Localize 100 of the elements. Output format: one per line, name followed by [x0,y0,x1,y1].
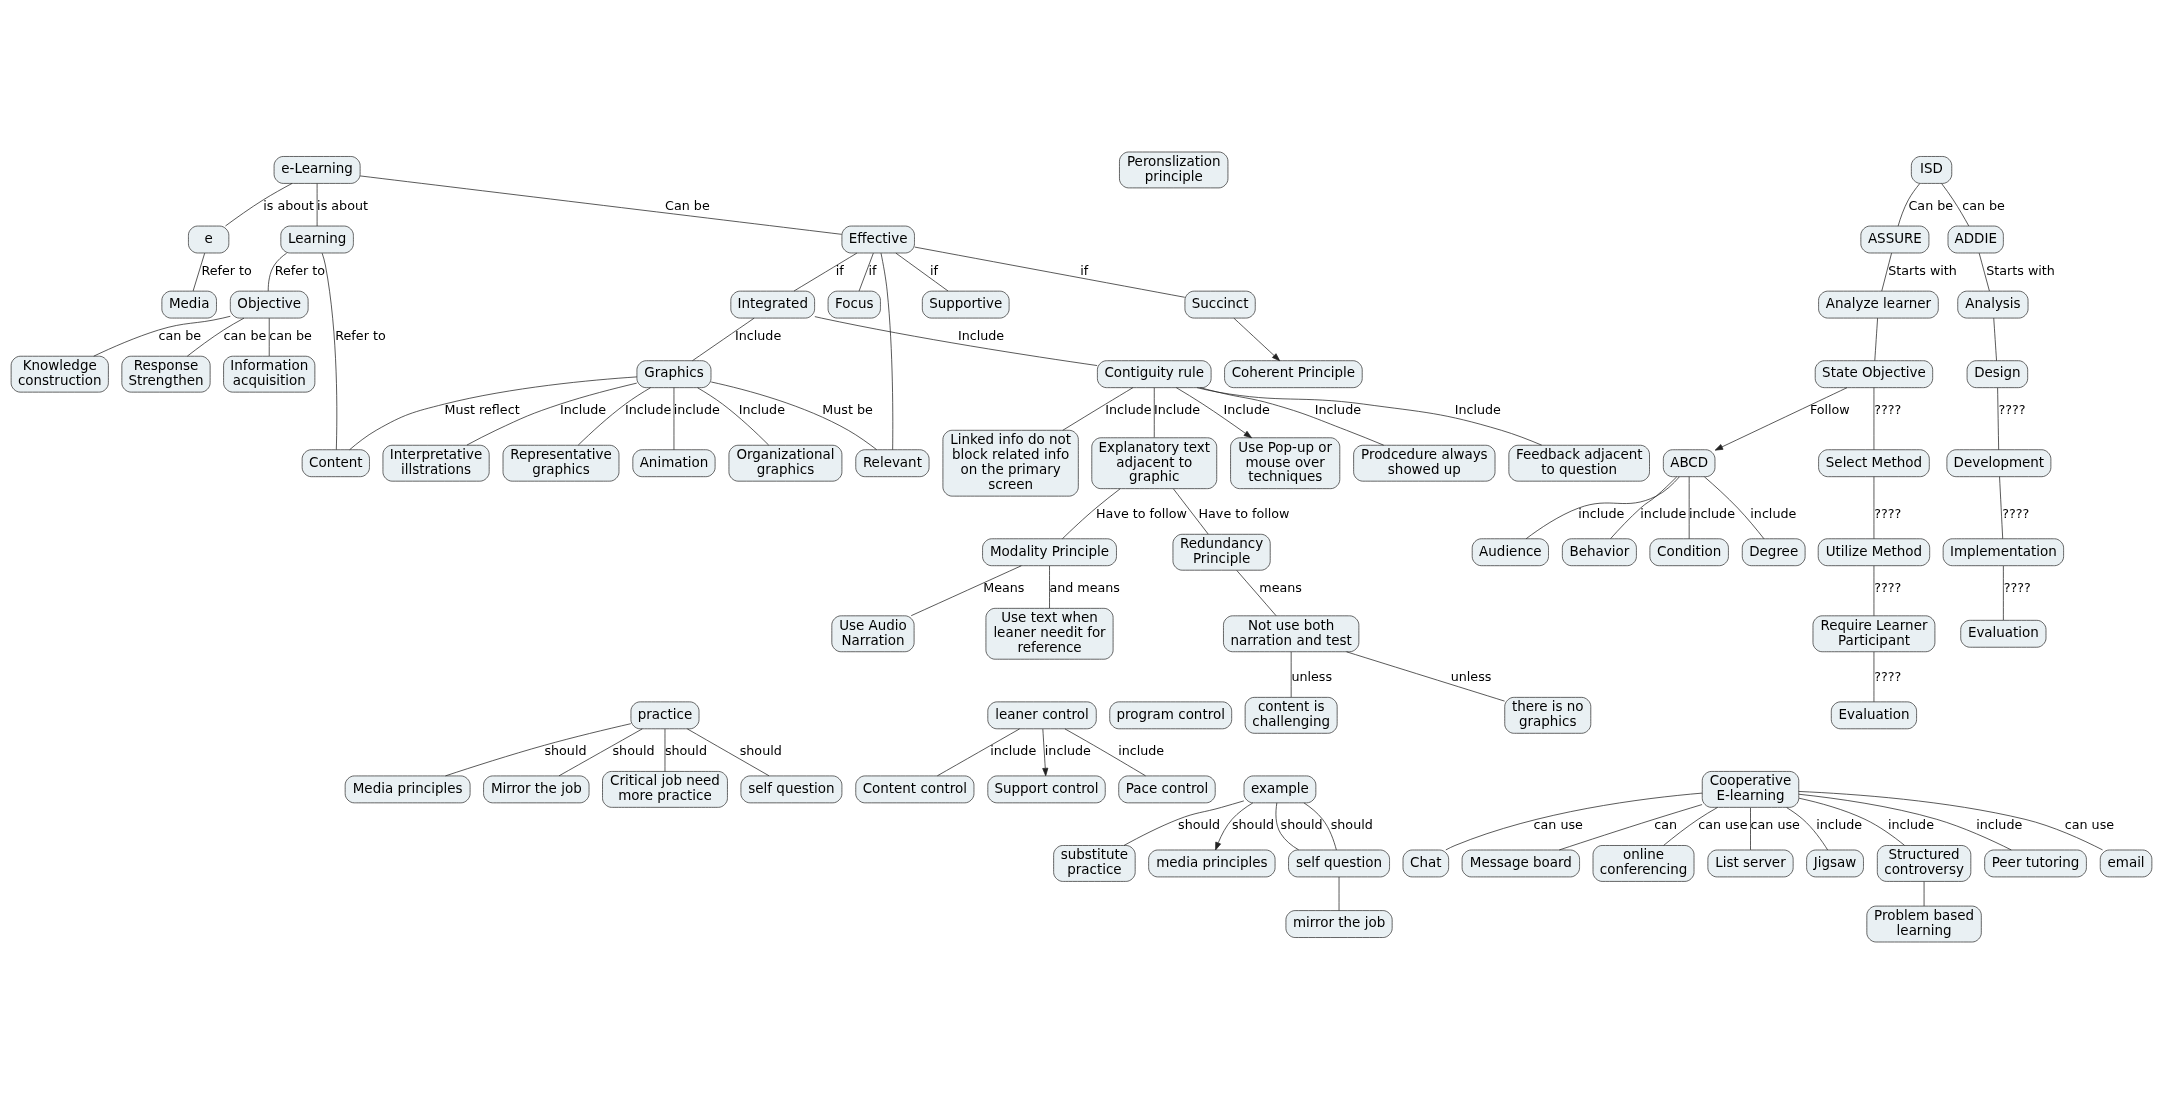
connector [1153,387,1155,438]
node-box: Critical job need more practice [602,771,728,808]
connector [577,387,651,446]
node-box: Use text when leaner needit for reference [985,607,1114,660]
connector [1303,802,1337,851]
edge-label: is about [317,198,368,214]
node-box: Degree [1741,538,1806,567]
node-box: Cooperative E-learning [1701,771,1800,808]
connector [1786,807,1829,851]
node-box: Pace control [1118,775,1216,804]
connector [268,317,270,357]
connector [1873,651,1875,703]
node-box: Interpretative illstrations [382,444,490,482]
node-box: Chat [1402,849,1449,878]
connector [1123,800,1245,846]
edge-label: Include [1153,402,1201,418]
node-box: Development [1946,449,2052,478]
connector [445,723,632,777]
arrow [1175,387,1252,439]
connector [1873,565,1875,617]
connector [914,246,1186,298]
edge-label: Must reflect [444,402,520,418]
connector [1750,807,1751,851]
edge-label: include [1118,743,1165,759]
connector [1798,797,1905,846]
edge-label: Include [735,328,782,344]
edge-label: if [835,263,844,279]
node-box: Design [1966,360,2029,389]
edge-label: ???? [1874,669,1902,685]
connector [1704,476,1765,540]
connector [910,565,1022,617]
node-box: Integrated [730,290,815,319]
edge-label: Refer to [274,263,326,279]
edge-label: can use [2064,817,2115,833]
edge-label: should [1231,817,1275,833]
connector [710,381,877,451]
connector [1978,252,1990,292]
node-box: Feedback adjacent to question [1508,444,1650,482]
connector [936,728,1020,777]
connector [1290,651,1292,698]
edge-label: Means [983,580,1025,596]
edge-label: should [739,743,782,759]
edge-label: Include [738,402,785,418]
connector [1275,802,1300,851]
edge-label: include [990,743,1037,759]
edge-label: Must be [822,402,873,418]
connector [1873,387,1875,451]
node-box: mirror the job [1285,910,1393,938]
connector [686,728,770,777]
edge-label: ???? [2003,580,2031,596]
node-box: ABCD [1662,449,1716,478]
node-box: Require Learner Participant [1812,615,1936,653]
edge-label: Include [1454,402,1501,418]
node-box: Jigsaw [1806,849,1864,878]
node-box: Information acquisition [223,355,316,393]
edge-label: can use [1698,817,1748,833]
edge-label: Include [957,328,1005,344]
node-box: Use Audio Narration [831,615,915,653]
node-box: Succinct [1184,290,1256,319]
edge-label: Starts with [1888,263,1957,279]
connector [1200,387,1385,446]
edge-label: Can be [1908,198,1954,214]
edge-label: Include [1223,402,1270,418]
edge-label: should [612,743,655,759]
edge-label: unless [1450,669,1492,685]
node-box: Audience [1471,538,1549,567]
node-box: Representative graphics [502,444,620,482]
edge-label: Can be [665,198,710,214]
edge-label: Refer to [201,263,252,279]
node-box: Behavior [1561,538,1637,567]
edge-label: Starts with [1986,263,2055,279]
node-box: Not use both narration and test [1223,615,1360,653]
connector [93,315,231,357]
edge-label: Include [625,402,672,418]
node-box: Animation [632,449,716,478]
connector [793,252,858,292]
edge-label: should [664,743,707,759]
node-box: Focus [827,290,881,319]
node-box: Graphics [636,360,712,389]
edge-label: is about [263,198,315,214]
edge-label: Include [1314,402,1362,418]
node-box: Knowledge construction [10,355,109,393]
connector [1881,252,1892,292]
edge-label: ???? [1874,506,1902,522]
node-box: leaner control [987,701,1097,730]
node-box: Redundancy Principle [1172,533,1271,571]
node-box: Message board [1461,849,1580,878]
connector [1049,565,1050,609]
edge-label: ???? [1874,402,1902,418]
node-box: Content control [855,775,975,804]
node-box: ISD [1910,156,1953,184]
connector [359,175,843,235]
node-box: Media principles [344,775,471,804]
edge-label: if [1080,263,1089,279]
connector [880,252,894,451]
connector [664,728,666,772]
node-box: Explanatory text adjacent to graphic [1091,437,1218,490]
edge-label: include [1887,817,1934,833]
node-box: substitute practice [1053,845,1136,882]
node-box: e-Learning [273,156,361,184]
